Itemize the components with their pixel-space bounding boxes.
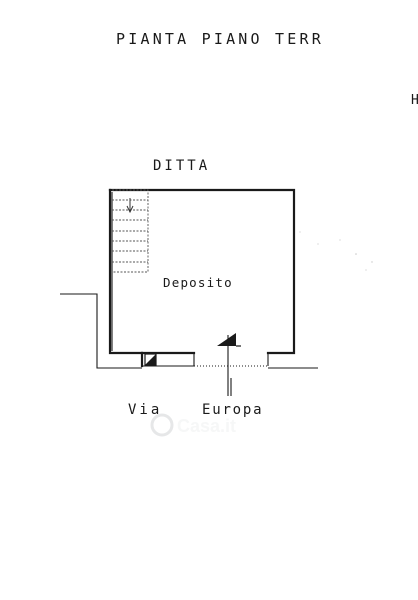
company-label: DITTA <box>153 158 210 174</box>
plan-title: PIANTA PIANO TERR <box>116 30 324 48</box>
watermark-text: Casa.it <box>177 416 236 436</box>
street-label-europa: Europa <box>202 402 263 418</box>
scan-specks <box>299 231 373 271</box>
staircase <box>112 189 149 273</box>
room-label: Deposito <box>163 275 233 290</box>
entrance-arrow-icon <box>217 333 241 396</box>
watermark-logo: Casa.it <box>150 413 236 437</box>
street-label-via: Via <box>128 402 162 418</box>
building-outline <box>60 188 318 369</box>
corner-mark: H <box>411 93 418 108</box>
